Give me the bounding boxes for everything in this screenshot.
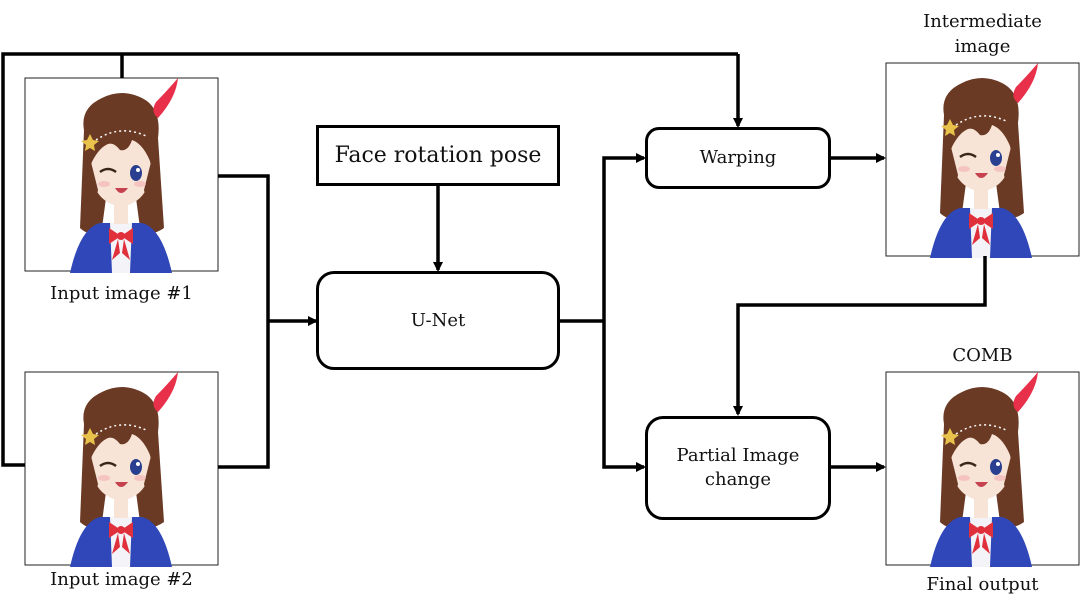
input-image-2-caption: Input image #2 [50, 569, 193, 590]
connectors [1, 52, 987, 472]
unet-label: U-Net [410, 309, 466, 331]
arrow-intermediate-to-partial [733, 256, 987, 416]
comb-caption: COMB [952, 345, 1013, 366]
arrow-to-partial-change [602, 321, 646, 472]
final-output-caption: Final output [926, 574, 1039, 595]
partial-image-change-node: Partial Image change [645, 416, 831, 520]
unet-node: U-Net [316, 271, 560, 370]
warping-label: Warping [699, 147, 777, 168]
face-rotation-pose-node: Face rotation pose [316, 125, 560, 186]
input-image-1-caption: Input image #1 [50, 283, 193, 304]
partial-image-change-label: Partial Image change [676, 445, 800, 490]
intermediate-image-caption: Intermediate image [923, 11, 1042, 57]
face-rotation-pose-label: Face rotation pose [334, 142, 542, 168]
inputs-merge-line [218, 174, 270, 469]
loop-line-left [1, 52, 738, 467]
warping-node: Warping [645, 127, 831, 189]
arrow-to-warping [602, 153, 646, 321]
